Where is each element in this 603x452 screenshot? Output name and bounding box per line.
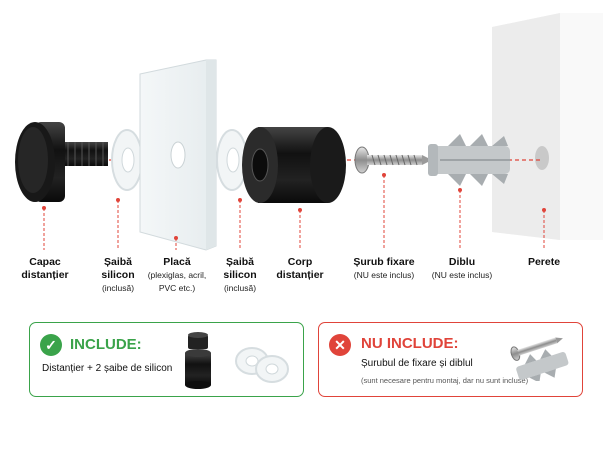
label-washer-2-line2: silicon: [223, 269, 257, 281]
label-wall-line1: Perete: [527, 256, 561, 268]
check-icon: ✓: [40, 334, 62, 356]
label-washer-2: Șaibă silicon (inclusă): [210, 256, 270, 295]
label-body-line2: distanțier: [276, 269, 324, 281]
washers-image: [235, 347, 289, 383]
label-wall: Perete: [516, 256, 572, 269]
exclude-description: Șurubul de fixare și diblul: [361, 358, 473, 369]
exclude-box: ✕ NU INCLUDE: Șurubul de fixare și diblu…: [318, 322, 583, 397]
label-plate-sub1: (plexiglas, acril,: [147, 270, 207, 280]
label-screw-line1: Șurub fixare: [353, 256, 415, 268]
label-cap: Capac distanțier: [16, 256, 74, 282]
wall-block: [492, 13, 603, 240]
label-plate: Placă (plexiglas, acril, PVC etc.): [138, 256, 216, 295]
label-washer-1-sub: (inclusă): [101, 283, 135, 293]
label-cap-line1: Capac: [29, 256, 61, 268]
include-box: ✓ INCLUDE: Distanțier + 2 șaibe de silic…: [29, 322, 304, 397]
label-washer-2-line1: Șaibă: [225, 256, 254, 268]
label-body-line1: Corp: [287, 256, 313, 268]
label-body: Corp distanțier: [270, 256, 330, 282]
screw-dowel-image: [510, 337, 569, 381]
exclude-title: NU INCLUDE:: [361, 335, 459, 352]
washer-2: [216, 129, 248, 191]
label-dowel: Diblu (NU este inclus): [424, 256, 500, 282]
x-icon: ✕: [329, 334, 351, 356]
label-screw-sub: (NU este inclus): [353, 270, 415, 280]
cap-part: [15, 122, 108, 202]
label-plate-line1: Placă: [163, 256, 191, 268]
label-washer-2-sub: (inclusă): [223, 283, 257, 293]
include-title: INCLUDE:: [70, 336, 142, 353]
label-cap-line2: distanțier: [21, 269, 69, 281]
label-plate-sub2: PVC etc.): [158, 283, 196, 293]
label-screw: Șurub fixare (NU este inclus): [342, 256, 426, 282]
plate-part: [139, 59, 217, 251]
screw-part: [354, 146, 432, 174]
dowel-part: [428, 134, 510, 186]
label-dowel-line1: Diblu: [448, 256, 476, 268]
label-washer-1: Șaibă silicon (inclusă): [88, 256, 148, 295]
label-washer-1-line2: silicon: [101, 269, 135, 281]
label-dowel-sub: (NU este inclus): [431, 270, 493, 280]
spacer-body-part: [242, 127, 346, 203]
leader-lines: [42, 173, 546, 250]
exclude-note: (sunt necesare pentru montaj, dar nu sun…: [361, 376, 529, 385]
spacer-image: [185, 332, 211, 389]
label-washer-1-line1: Șaibă: [103, 256, 132, 268]
washer-1: [111, 129, 143, 191]
include-description: Distanțier + 2 șaibe de silicon: [42, 363, 173, 374]
